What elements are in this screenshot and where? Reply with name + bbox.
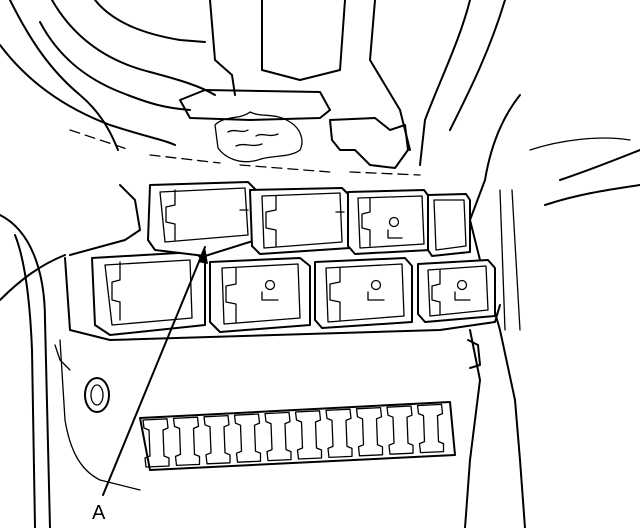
callout-label-a: A [92, 502, 106, 524]
fuse-8 [355, 406, 384, 457]
relay-row-lower [91, 251, 496, 336]
relay-upper-4 [427, 193, 471, 257]
fuse-5 [264, 411, 292, 462]
fuse-block [139, 401, 456, 471]
fuse-6 [294, 410, 323, 460]
fuse-3 [203, 414, 231, 465]
relay-lower-1 [91, 251, 206, 336]
fuse-7 [325, 408, 353, 459]
fuse-row [139, 401, 456, 471]
fuse-10 [416, 403, 445, 454]
relay-row-upper [147, 181, 471, 257]
fuse-2 [172, 416, 201, 467]
fuse-4 [233, 413, 262, 463]
callout-arrowhead [198, 247, 208, 264]
relay-lower-3 [314, 257, 413, 329]
fuse-1 [142, 418, 170, 468]
callout-a: A [92, 246, 208, 524]
relay-lower-2 [209, 257, 311, 333]
relay-lower-4 [417, 259, 496, 323]
relay-upper-1 [147, 181, 257, 257]
relay-upper-2 [249, 187, 351, 255]
callout-leader-line [102, 246, 206, 496]
fuse-9 [386, 405, 414, 455]
relay-upper-3 [347, 189, 431, 255]
